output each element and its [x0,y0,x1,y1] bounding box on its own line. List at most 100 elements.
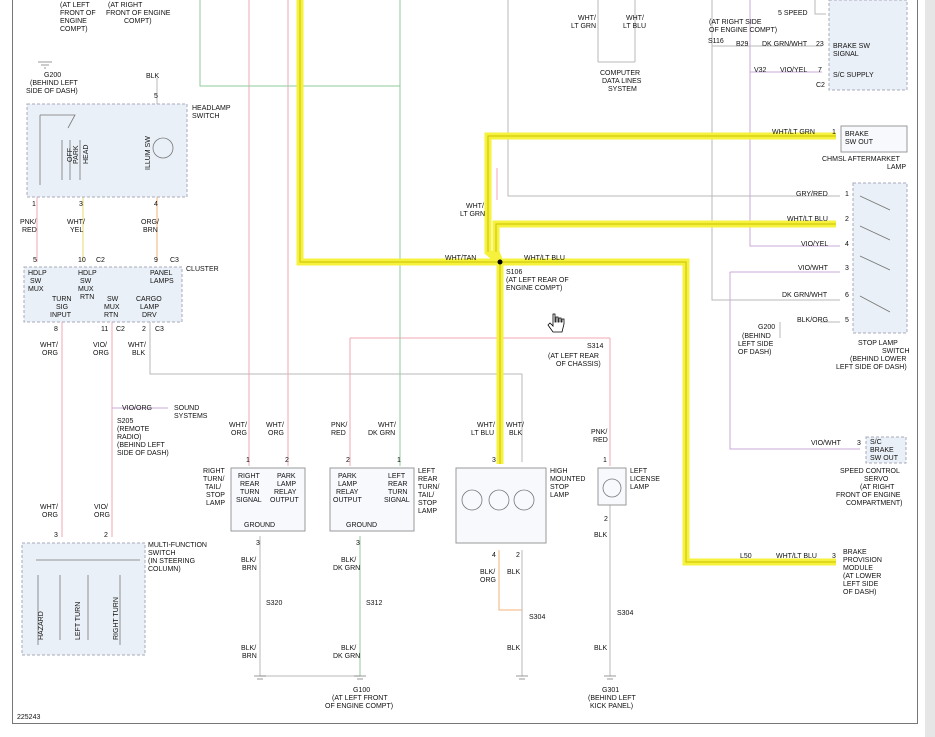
label: 8 [54,326,58,333]
label: BRN [242,565,257,572]
label: BLK [594,532,608,539]
sc-brake-box [865,436,907,464]
label: OUTPUT [333,497,363,504]
label: 5 [33,257,37,264]
label: RIGHT TURN [113,597,120,640]
label: WHT/TAN [445,255,476,262]
label: ORG [480,577,496,584]
label: WHT/ [128,342,146,349]
label: 11 [101,326,108,333]
label: ORG [268,430,284,437]
label: PARK [73,145,80,164]
label: SWITCH [882,348,910,355]
label: G100 [353,687,370,694]
label: 10 [78,257,86,264]
label: TURN [52,296,71,303]
label: BLK [146,73,160,80]
label: DK GRN/WHT [762,41,808,48]
label: WHT/ [229,422,247,429]
label: WHT/ [578,15,596,22]
label: FRONT OF ENGINE [106,10,171,17]
diagram-frame [12,0,918,724]
label: TAIL/ [205,484,221,491]
label: BRN [242,653,257,660]
label: TURN/ [203,476,224,483]
label: OF DASH) [843,589,876,596]
label: DK GRN/WHT [782,292,828,299]
label: SYSTEM [608,86,637,93]
label: CHMSL AFTERMARKET [822,156,901,163]
label: C3 [155,326,164,333]
label: WHT/LT BLU [787,216,828,223]
label: 2 [104,532,108,539]
label: REAR [418,476,437,483]
label: LEFT SIDE OF DASH) [836,364,907,371]
label: REAR [388,481,407,488]
label: STOP [550,484,569,491]
label: ILLUM SW [145,136,152,170]
label: PROVISION [843,557,882,564]
right-turn-lamp-box [230,467,306,532]
label: BLK [509,430,523,437]
label: BLK [594,645,608,652]
label: LAMP [630,484,649,491]
label: 2 [516,552,520,559]
label: REAR [240,481,259,488]
label: OF ENGINE COMPT) [325,703,393,710]
label: SYSTEMS [174,413,208,420]
label: SW [30,278,42,285]
label: S/C [870,439,882,446]
label: BLK/ORG [797,317,828,324]
hmsl-box [455,467,547,544]
label: PARK [277,473,296,480]
label: KICK PANEL) [590,703,633,710]
label: 23 [816,41,824,48]
label: WHT/ [626,15,644,22]
label: BRAKE SW [833,43,870,50]
label: GROUND [244,522,275,529]
label: 1 [603,457,607,464]
label: 3 [256,540,260,547]
multifunction-switch-box [21,542,146,656]
label: 9 [154,257,158,264]
label: RIGHT [203,468,226,475]
label: STOP LAMP [858,340,898,347]
label: LEFT [418,468,436,475]
label: 3 [492,457,496,464]
label: ORG [42,350,58,357]
label: WHT/ [477,422,495,429]
label: WHT/ [266,422,284,429]
label: PARK [338,473,357,480]
label: LAMP [277,481,296,488]
label: SW OUT [870,455,899,462]
label: (BEHIND [742,333,771,340]
label: (AT LEFT FRONT [332,695,388,702]
label: LEFT TURN [75,602,82,640]
label: STOP [418,500,437,507]
label: COMPUTER [600,70,640,77]
label: G200 [758,324,775,331]
label: 4 [492,552,496,559]
label: MULTI-FUNCTION [148,542,207,549]
label: 4 [154,201,158,208]
label: FRONT OF ENGINE [836,492,901,499]
label: ENGINE COMPT) [506,285,562,292]
label: SWITCH [192,113,220,120]
label: BLK/ [241,645,256,652]
label: WHT/ [466,203,484,210]
label: LT BLU [471,430,494,437]
label: (AT RIGHT [860,484,895,491]
label: RTN [104,312,118,319]
hand-cursor-icon [547,313,565,333]
label: COMPT) [60,26,88,33]
label: BLK [132,350,146,357]
vertical-scrollbar[interactable] [925,0,935,737]
label: CARGO [136,296,162,303]
splice-s106-dot [497,259,503,265]
label: CLUSTER [186,266,219,273]
label: SIDE OF DASH) [117,450,169,457]
label: RED [593,437,608,444]
label: C3 [170,257,179,264]
label: S106 [506,269,522,276]
